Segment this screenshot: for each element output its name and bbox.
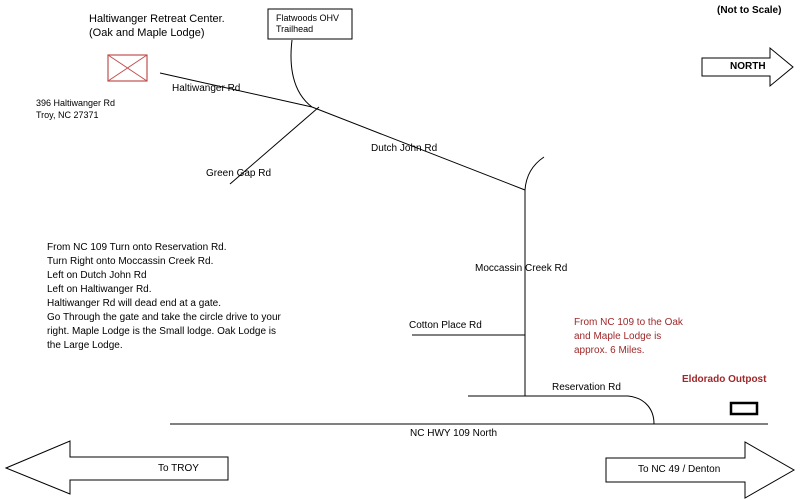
dutch-john-rd-label: Dutch John Rd xyxy=(371,143,438,154)
trailhead-road-line xyxy=(290,39,313,108)
eldorado-outpost-marker xyxy=(729,401,759,416)
nc-hwy-109-label: NC HWY 109 North xyxy=(410,428,498,439)
reservation-rd-label: Reservation Rd xyxy=(552,382,621,393)
directions-text: From NC 109 Turn onto Reservation Rd. Tu… xyxy=(47,241,287,353)
address-line1: 396 Haltiwanger Rd xyxy=(36,98,116,108)
retreat-center-marker xyxy=(107,54,148,82)
directions-line: Go Through the gate and take the circle … xyxy=(47,312,281,351)
trailhead-label-line1: Flatwoods OHV xyxy=(276,13,340,23)
troy-arrow-shape xyxy=(4,440,229,495)
directions-line: Left on Haltiwanger Rd. xyxy=(47,284,152,295)
nc49-arrow-label: To NC 49 / Denton xyxy=(638,464,721,475)
troy-arrow-label: To TROY xyxy=(158,463,199,474)
dutch-john-rd-line xyxy=(311,106,526,191)
retreat-center-marker-diag-2 xyxy=(107,54,148,82)
green-gap-rd-line xyxy=(229,106,320,185)
cotton-place-rd-label: Cotton Place Rd xyxy=(409,320,482,331)
eldorado-outpost-label: Eldorado Outpost xyxy=(682,374,767,385)
north-arrow-label: NORTH xyxy=(730,61,766,72)
haltiwanger-rd-line xyxy=(159,72,313,108)
green-gap-rd-label: Green Gap Rd xyxy=(206,168,272,179)
trailhead-label-line2: Trailhead xyxy=(276,24,314,34)
nc49-arrow-shape xyxy=(605,441,796,499)
retreat-center-label: Haltiwanger Retreat Center. (Oak and Map… xyxy=(89,13,225,39)
trailhead-box xyxy=(267,8,353,40)
moccassin-creek-rd-label: Moccassin Creek Rd xyxy=(475,263,568,274)
directions-line: From NC 109 Turn onto Reservation Rd. xyxy=(47,242,227,253)
directions-line: Turn Right onto Moccassin Creek Rd. xyxy=(47,256,214,267)
north-arrow-shape xyxy=(701,46,794,88)
haltiwanger-rd-label: Haltiwanger Rd xyxy=(172,83,241,94)
distance-note: From NC 109 to the Oak and Maple Lodge i… xyxy=(574,317,683,356)
directions-line: Haltiwanger Rd will dead end at a gate. xyxy=(47,298,221,309)
directions-line: Left on Dutch John Rd xyxy=(47,270,147,281)
not-to-scale-note: (Not to Scale) xyxy=(717,5,782,16)
address-line2: Troy, NC 27371 xyxy=(36,110,99,120)
moccassin-north-stub-line xyxy=(524,156,545,191)
reservation-rd-line xyxy=(468,395,655,425)
